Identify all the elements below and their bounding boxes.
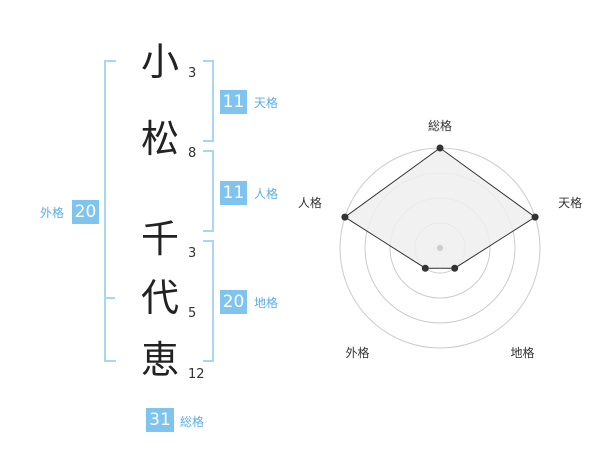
tenkaku-bracket — [203, 60, 214, 142]
name-char-4: 代 — [140, 276, 179, 320]
radar-axis-label-2: 天格 — [558, 195, 582, 210]
soukaku-value: 31 — [146, 408, 174, 432]
stroke-count-5: 12 — [188, 367, 205, 382]
radar-point-5 — [341, 213, 349, 221]
gaikaku-bracket — [104, 60, 116, 362]
radar-axis-label-1: 総格 — [428, 118, 452, 133]
stroke-count-4: 5 — [188, 306, 197, 321]
name-char-5: 恵 — [140, 338, 179, 382]
jinkaku-label: 人格 — [254, 187, 279, 201]
name-char-1: 小 — [140, 40, 179, 84]
radar-area — [344, 147, 536, 269]
radar-axis-label-4: 外格 — [345, 345, 369, 360]
stroke-count-3: 3 — [188, 246, 197, 261]
radar-axis-label-5: 人格 — [298, 195, 322, 210]
gaikaku-label: 外格 — [40, 206, 65, 220]
gaikaku-bracket-tick — [106, 297, 115, 299]
chikaku-label: 地格 — [254, 296, 279, 310]
radar-center-dot — [437, 245, 443, 251]
radar-point-3 — [451, 264, 459, 272]
tenkaku-value: 11 — [220, 90, 247, 114]
radar-point-1 — [436, 144, 444, 152]
chikaku-value: 20 — [220, 290, 247, 314]
stroke-count-1: 3 — [188, 66, 197, 81]
soukaku-label: 総格 — [180, 415, 205, 429]
name-char-2: 松 — [140, 117, 179, 161]
stroke-count-2: 8 — [188, 146, 197, 161]
chikaku-bracket — [203, 240, 214, 362]
radar-point-2 — [531, 213, 539, 221]
radar-axis-label-3: 地格 — [511, 345, 535, 360]
gaikaku-value: 20 — [72, 200, 99, 224]
jinkaku-bracket — [203, 150, 214, 232]
jinkaku-value: 11 — [220, 181, 247, 205]
name-char-3: 千 — [140, 217, 179, 261]
radar-point-4 — [421, 264, 429, 272]
tenkaku-label: 天格 — [254, 96, 279, 110]
